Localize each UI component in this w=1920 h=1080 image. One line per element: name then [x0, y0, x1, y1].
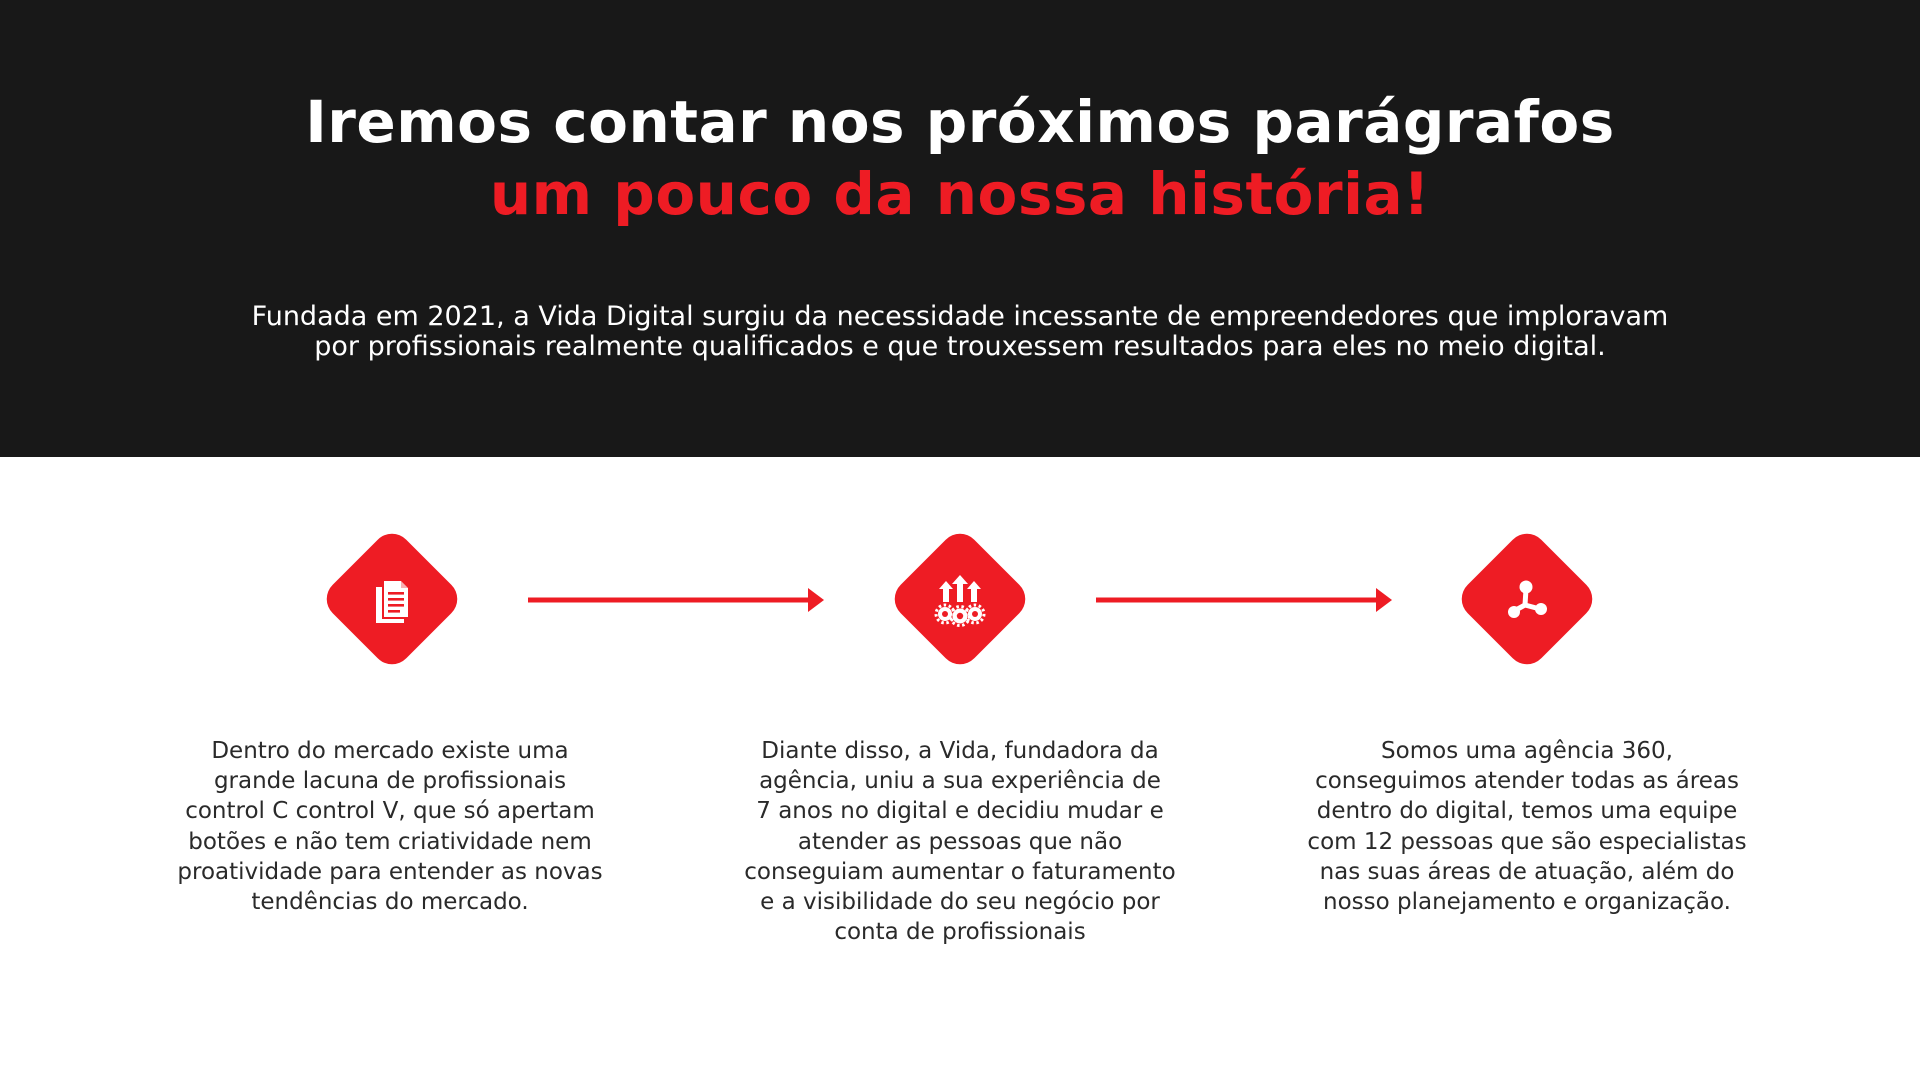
description-line: dentro do digital, temos uma equipe — [1316, 798, 1738, 825]
description-line: 7 anos no digital e decidiu mudar e — [756, 798, 1164, 825]
description-line: atender as pessoas que não — [797, 828, 1123, 855]
hero-intro-line-2: por profissionais realmente qualificados… — [314, 331, 1606, 362]
growth-gears-icon — [934, 575, 986, 627]
description-line: tendências do mercado. — [251, 889, 529, 916]
hero-title-line-1: Iremos contar nos próximos parágrafos — [305, 88, 1615, 156]
description-line: control C control V, que só apertam — [185, 798, 595, 825]
description-line: conta de profissionais — [834, 919, 1086, 946]
hero-title-line-2: um pouco da nossa história! — [489, 160, 1431, 228]
description-line: nas suas áreas de atuação, além do — [1319, 858, 1735, 885]
arrow-right-icon — [528, 588, 824, 612]
description-line: e a visibilidade do seu negócio por — [760, 889, 1160, 916]
hero-intro: Fundada em 2021, a Vida Digital surgiu d… — [0, 302, 1920, 362]
step-3-description: Somos uma agência 360, conseguimos atend… — [1287, 736, 1767, 917]
step-2-description: Diante disso, a Vida, fundadora da agênc… — [720, 736, 1200, 947]
description-line: Somos uma agência 360, — [1381, 738, 1673, 764]
description-line: proatividade para entender as novas — [177, 858, 603, 885]
documents-icon — [376, 581, 408, 623]
description-line: nosso planejamento e organização. — [1323, 889, 1731, 916]
network-icon — [1508, 580, 1547, 618]
hero-intro-line-1: Fundada em 2021, a Vida Digital surgiu d… — [251, 301, 1669, 332]
description-line: agência, uniu a sua experiência de — [759, 768, 1161, 795]
description-line: Dentro do mercado existe uma — [211, 738, 569, 764]
description-line: botões e não tem criatividade nem — [188, 828, 592, 855]
hero-section: Iremos contar nos próximos parágrafos um… — [0, 0, 1920, 457]
description-line: com 12 pessoas que são especialistas — [1307, 828, 1747, 855]
arrow-right-icon — [1096, 588, 1392, 612]
description-line: conseguiam aumentar o faturamento — [744, 858, 1176, 885]
description-line: grande lacuna de profissionais — [213, 768, 567, 795]
description-line: conseguimos atender todas as áreas — [1315, 768, 1739, 795]
description-line: Diante disso, a Vida, fundadora da — [761, 738, 1159, 764]
step-1-description: Dentro do mercado existe uma grande lacu… — [150, 736, 630, 917]
